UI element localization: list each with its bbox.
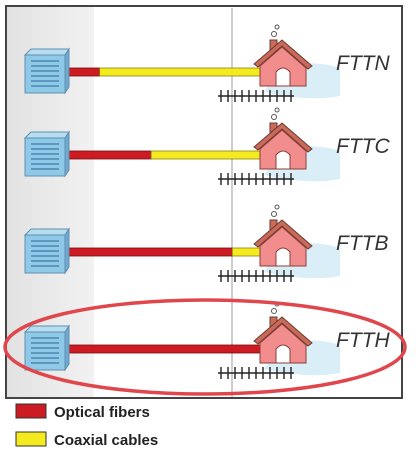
smoke-puff xyxy=(271,308,277,314)
coaxial-cable-segment xyxy=(150,150,263,160)
picket-fence-icon xyxy=(218,90,294,102)
house-door xyxy=(275,67,291,87)
smoke-puff xyxy=(271,114,277,120)
server-icon xyxy=(23,130,70,178)
row-ftth: FTTH xyxy=(23,301,390,379)
picket-fence-icon xyxy=(218,367,294,379)
row-label-fttb: FTTB xyxy=(336,232,389,255)
server-top-face xyxy=(23,325,70,333)
legend-label-coaxial: Coaxial cables xyxy=(54,432,158,449)
server-top-face xyxy=(23,228,70,236)
house-icon xyxy=(253,107,340,182)
server-icon xyxy=(23,227,70,275)
optical-fiber-segment xyxy=(63,150,152,160)
server-top-face xyxy=(23,131,70,139)
server-side-face xyxy=(64,47,70,95)
row-fttb: FTTB xyxy=(23,204,389,282)
server-side-face xyxy=(64,130,70,178)
coaxial-cable-segment xyxy=(231,247,263,257)
server-side-face xyxy=(64,227,70,275)
house-icon xyxy=(253,301,340,376)
house-icon xyxy=(253,24,340,99)
coaxial-cable-segment xyxy=(99,67,263,77)
smoke-puff xyxy=(271,31,277,37)
house-roof xyxy=(253,219,313,250)
house-door xyxy=(275,247,291,267)
smoke-puff xyxy=(274,204,280,210)
server-icon xyxy=(23,324,70,372)
house-icon xyxy=(253,204,340,279)
smoke-puff xyxy=(274,107,280,113)
legend: Optical fibers Coaxial cables xyxy=(15,403,158,449)
house-roof xyxy=(253,122,313,153)
picket-fence-icon xyxy=(218,270,294,282)
smoke-puff xyxy=(271,211,277,217)
row-label-fttc: FTTC xyxy=(336,135,390,158)
house-roof xyxy=(253,316,313,347)
legend-swatch-coaxial xyxy=(15,431,47,447)
row-fttc: FTTC xyxy=(23,107,390,185)
house-wall xyxy=(259,323,307,364)
house-wall xyxy=(259,129,307,170)
server-top-face xyxy=(23,48,70,56)
house-wall xyxy=(259,226,307,267)
picket-fence-icon xyxy=(218,173,294,185)
house-wall xyxy=(259,46,307,87)
house-door xyxy=(275,150,291,170)
optical-fiber-segment xyxy=(63,247,233,257)
highlight-ellipse xyxy=(3,298,407,396)
smoke-puff xyxy=(274,24,280,30)
server-side-face xyxy=(64,324,70,372)
legend-label-optical: Optical fibers xyxy=(54,404,150,421)
server-icon xyxy=(23,47,70,95)
optical-fiber-segment xyxy=(63,344,263,354)
house-roof xyxy=(253,39,313,70)
row-label-ftth: FTTH xyxy=(336,329,390,352)
row-label-fttn: FTTN xyxy=(336,52,390,75)
row-fttn: FTTN xyxy=(23,24,390,102)
legend-swatch-optical xyxy=(15,403,47,419)
connection-rows: FTTN FTTC FTTB FTTH xyxy=(23,24,390,379)
house-door xyxy=(275,344,291,364)
